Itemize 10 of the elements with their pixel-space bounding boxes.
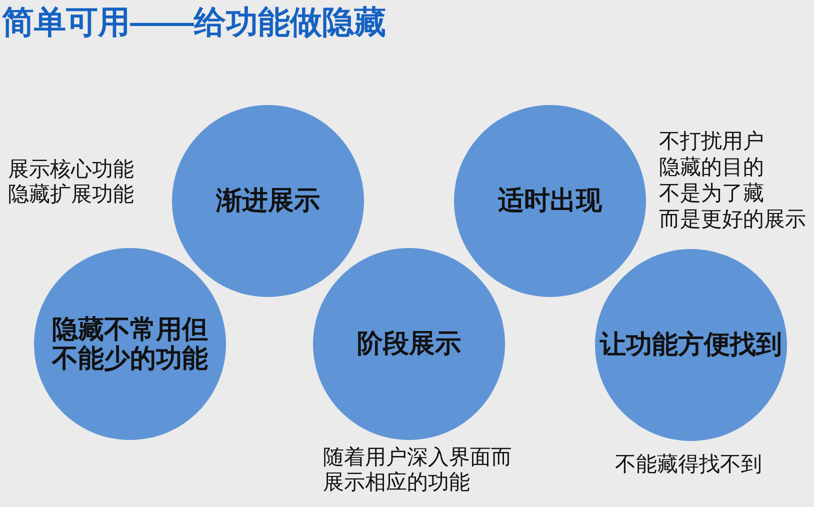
title: 简单可用——给功能做隐藏 [2,3,386,42]
note-text: 不能藏得找不到 [615,452,762,477]
note-text: 随着用户深入界面而展示相应的功能 [323,445,512,495]
topic-label: 适时出现 [498,186,602,216]
topic-label: 阶段展示 [357,329,461,359]
topic-label: 让功能方便找到 [600,330,782,360]
note-text: 展示核心功能隐藏扩展功能 [8,157,134,207]
note-text: 不打扰用户隐藏的目的不是为了藏而是更好的展示 [659,129,806,233]
topic-label: 渐进展示 [216,186,320,216]
topic-label: 隐藏不常用但不能少的功能 [52,314,208,374]
